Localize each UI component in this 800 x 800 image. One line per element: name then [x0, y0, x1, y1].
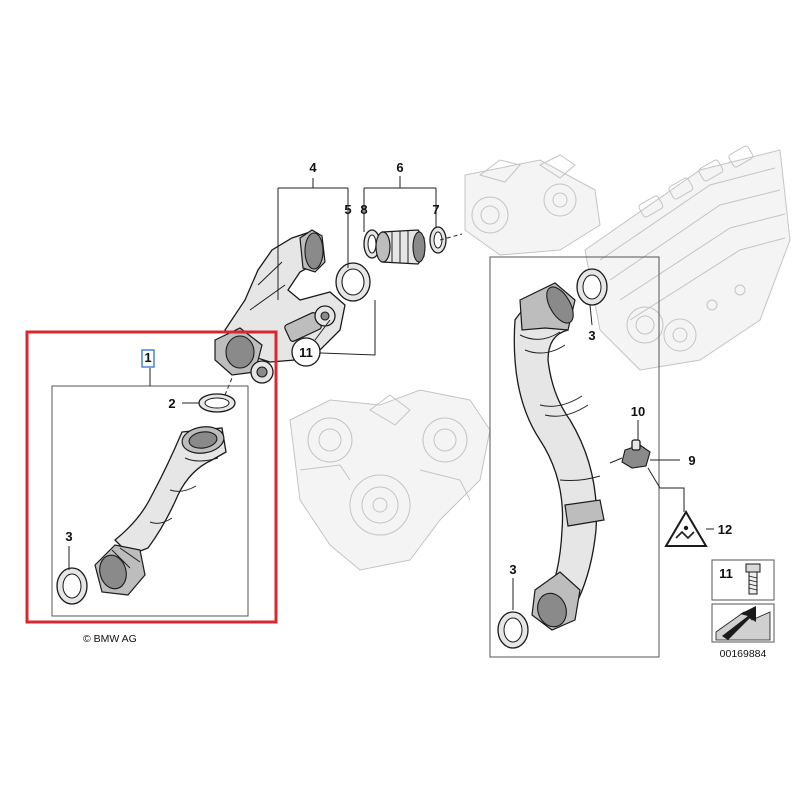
right-assembly-frame	[489, 256, 660, 658]
bolt-legend	[711, 559, 775, 643]
part-3-seal-ring-upper[interactable]	[576, 268, 608, 306]
part-5-seal-ring[interactable]	[335, 262, 371, 302]
ghost-throttle-housing	[464, 154, 601, 256]
ghost-intake-manifold	[584, 145, 791, 371]
callout-11[interactable]: 11	[299, 345, 313, 360]
callout-11-badge[interactable]: 11	[291, 337, 321, 367]
ghost-turbocharger	[289, 389, 491, 571]
part-9-charge-air-hose[interactable]	[513, 282, 605, 631]
copyright-text: © BMW AG	[83, 633, 137, 645]
callout-5[interactable]: 5	[344, 202, 351, 217]
part-4-charge-air-pipe[interactable]	[214, 229, 346, 384]
callout-1[interactable]: 1	[144, 350, 151, 365]
part-6-connector-sleeve[interactable]	[375, 229, 426, 265]
callout-12[interactable]: 12	[718, 522, 732, 537]
image-number: 00169884	[720, 648, 767, 660]
callout-9[interactable]: 9	[688, 453, 695, 468]
part-3-seal-ring-left[interactable]	[56, 567, 88, 605]
bolt-icon	[745, 563, 761, 595]
callout-3-upper[interactable]: 3	[588, 328, 595, 343]
part-10-sensor[interactable]	[609, 439, 651, 469]
part-2-seal-ring[interactable]	[198, 393, 236, 413]
highlight-frame	[25, 330, 278, 624]
arrow-icon	[715, 606, 771, 641]
part-7-o-ring[interactable]	[429, 226, 447, 254]
callout-8[interactable]: 8	[360, 202, 367, 217]
callout-3-left[interactable]: 3	[65, 529, 72, 544]
part-3-seal-ring-lower[interactable]	[497, 611, 529, 649]
callout-6[interactable]: 6	[396, 160, 403, 175]
part-1-charge-air-pipe[interactable]	[94, 424, 227, 596]
callout-11-legend: 11	[719, 566, 733, 581]
callout-1-selected-box	[141, 349, 155, 368]
callout-4[interactable]: 4	[309, 160, 317, 175]
callout-2[interactable]: 2	[168, 396, 175, 411]
callout-7[interactable]: 7	[432, 202, 439, 217]
warning-triangle-icon	[664, 510, 708, 547]
callout-10[interactable]: 10	[631, 404, 645, 419]
callout-3-lower[interactable]: 3	[509, 562, 516, 577]
